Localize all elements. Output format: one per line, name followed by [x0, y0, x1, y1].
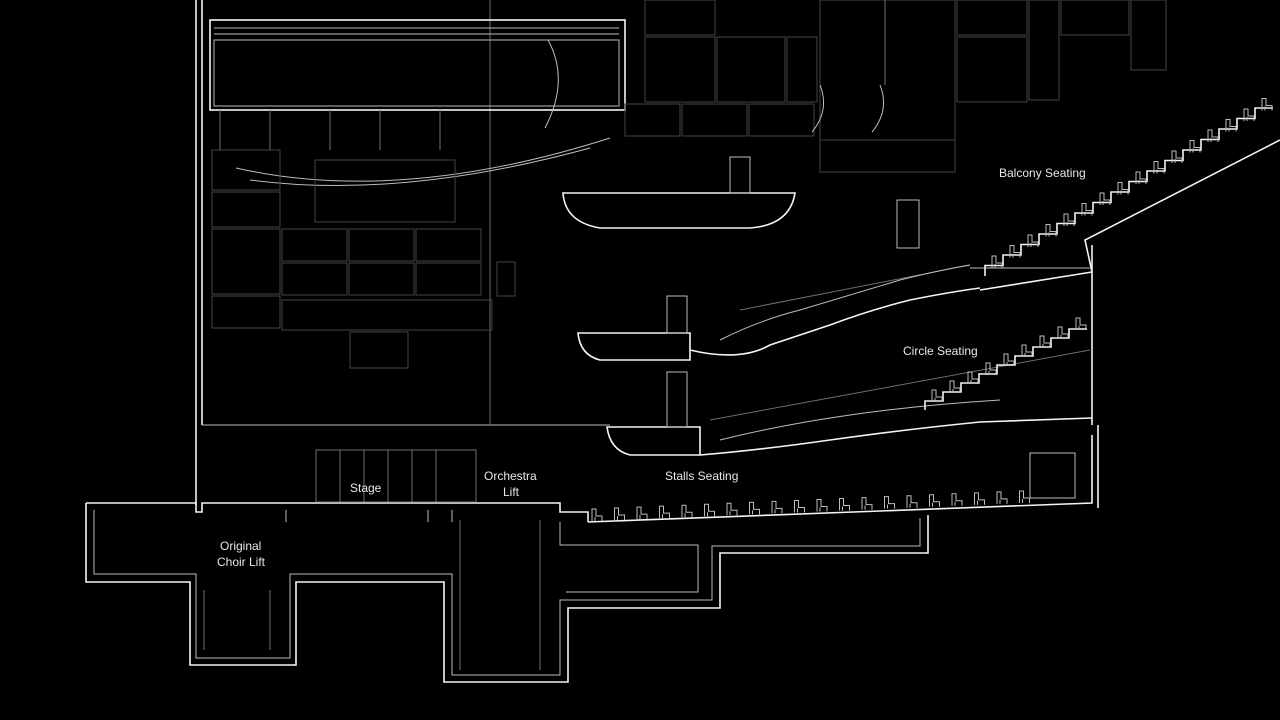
stalls-seat — [906, 495, 918, 508]
stalls-seat — [636, 506, 648, 520]
circle-seating-label: Circle Seating — [903, 344, 978, 358]
circle-seat — [1039, 335, 1051, 348]
circle-seat — [1075, 317, 1087, 330]
balcony-tier — [689, 139, 1280, 356]
circle-seat — [967, 371, 979, 384]
stalls-seat — [839, 498, 850, 511]
orchestra-lift-label-line2: Lift — [503, 485, 520, 499]
balcony-seat — [1045, 224, 1057, 237]
stalls-seat — [704, 503, 715, 517]
balcony-seat — [1189, 140, 1201, 153]
stalls-seat — [614, 507, 625, 521]
stalls-seat — [659, 505, 670, 519]
stalls-seat — [749, 501, 760, 515]
circle-rake — [924, 328, 1087, 410]
stalls-seat — [884, 496, 895, 509]
stalls-and-substage — [85, 425, 1099, 683]
choir-lift-label-line2: Choir Lift — [217, 555, 266, 569]
balcony-steps — [984, 107, 1273, 276]
circle-steps — [924, 328, 1087, 410]
stalls-seat — [771, 500, 783, 514]
balcony-seat — [1207, 129, 1219, 142]
balcony-seat — [1135, 171, 1147, 184]
balcony-seat — [991, 255, 1003, 268]
balcony-seat — [1225, 119, 1237, 132]
stalls-seat — [816, 499, 828, 512]
stalls-seat — [929, 494, 940, 507]
stalls-seat — [1019, 490, 1030, 503]
balcony-seat — [1081, 203, 1093, 216]
stalls-seat — [861, 497, 873, 510]
balcony-seating-label: Balcony Seating — [999, 166, 1086, 180]
balcony-rake — [984, 107, 1273, 276]
circle-tier — [699, 245, 1093, 456]
balcony-seat — [1027, 234, 1039, 247]
stalls-seat — [591, 508, 603, 521]
balcony-seat — [1009, 245, 1021, 258]
stalls-seat — [996, 491, 1008, 504]
stage-machinery — [211, 149, 516, 369]
balcony-seat — [1099, 192, 1111, 205]
balcony-seat — [1117, 182, 1129, 195]
fly-tower — [195, 0, 610, 505]
choir-lift-label-line1: Original — [220, 539, 261, 553]
balcony-seat — [1261, 98, 1273, 111]
stalls-seats — [591, 490, 1030, 521]
circle-seat — [1021, 344, 1033, 357]
balcony-seat — [1063, 213, 1075, 226]
circle-seat — [931, 389, 943, 402]
circle-seat — [1003, 353, 1015, 366]
stalls-seat — [681, 504, 693, 518]
circle-seats — [931, 317, 1087, 402]
orchestra-lift-label-line1: Orchestra — [484, 469, 537, 483]
balcony-seats — [991, 98, 1273, 268]
acoustic-reflectors — [562, 156, 920, 456]
circle-seat — [949, 380, 961, 393]
balcony-seat — [1153, 161, 1165, 174]
fly-gallery — [209, 19, 626, 187]
stalls-seat — [726, 502, 738, 516]
stage-label: Stage — [350, 481, 382, 495]
balcony-seat — [1171, 150, 1183, 163]
stalls-seat — [794, 499, 805, 513]
ceiling-structure — [624, 0, 1167, 173]
stalls-seat — [951, 493, 963, 506]
stalls-seat — [974, 492, 985, 505]
circle-seat — [1057, 326, 1069, 339]
circle-seat — [985, 362, 997, 375]
balcony-seat — [1243, 108, 1255, 121]
stalls-seating-label: Stalls Seating — [665, 469, 738, 483]
